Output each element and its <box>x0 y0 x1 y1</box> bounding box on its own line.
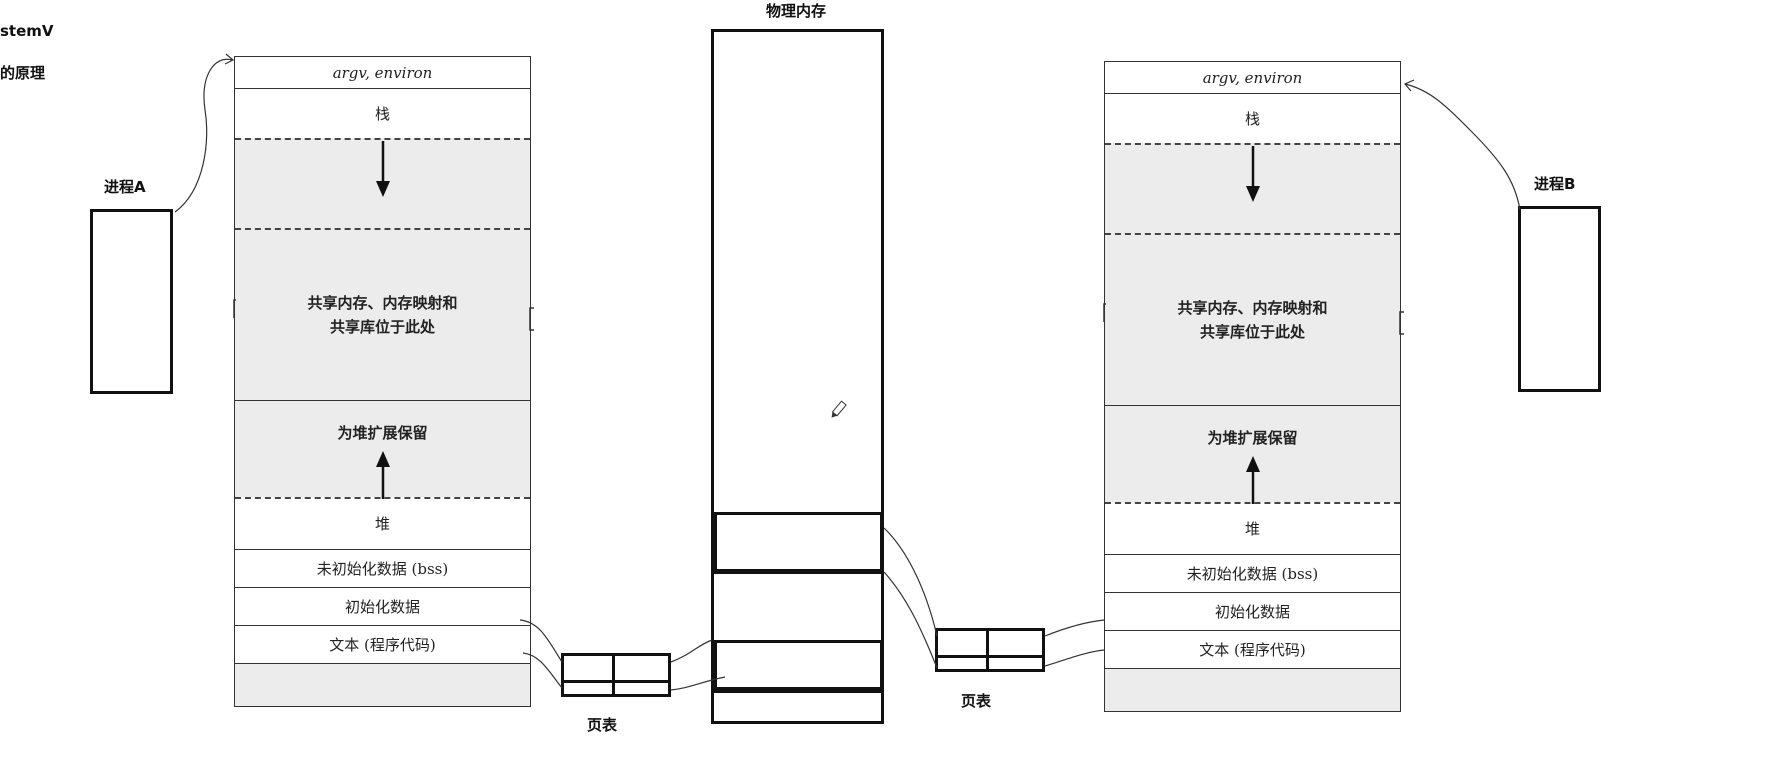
arrow-down-icon <box>1246 146 1260 202</box>
stack-label-a: 栈 <box>374 104 390 123</box>
arrow-down-icon <box>376 141 390 197</box>
bss-label-b: 未初始化数据 (bss) <box>1186 564 1319 583</box>
argv-label-b: argv, environ <box>1202 68 1303 87</box>
physical-memory-box <box>711 29 884 724</box>
segment-bss-a: 未初始化数据 (bss) <box>235 549 530 587</box>
heap-reserved-label-b: 为堆扩展保留 <box>1207 429 1298 447</box>
page-table-a <box>561 653 671 697</box>
segment-shared-a: 共享内存、内存映射和 共享库位于此处 <box>235 228 530 400</box>
segment-text-b: 文本 (程序代码) <box>1105 630 1400 668</box>
segment-heap-reserved-b: 为堆扩展保留 <box>1105 405 1400 504</box>
segment-heap-reserved-a: 为堆扩展保留 <box>235 400 530 499</box>
segment-stack-b: 栈 <box>1105 93 1400 143</box>
connector-phys-pt-b-1 <box>883 527 938 637</box>
connector-b-data <box>1044 619 1105 637</box>
text-label-b: 文本 (程序代码) <box>1199 640 1306 659</box>
segment-heap-b: 堆 <box>1105 502 1400 554</box>
connector-process-b <box>1404 83 1521 211</box>
heap-label-a: 堆 <box>374 515 390 533</box>
memory-layout-a: argv, environ 栈 共享内存、内存映射和 共享库位于此处 为堆扩展保… <box>234 56 531 707</box>
data-label-b: 初始化数据 <box>1214 602 1290 621</box>
process-b-box <box>1518 206 1601 392</box>
segment-bss-b: 未初始化数据 (bss) <box>1105 554 1400 592</box>
segment-shared-b: 共享内存、内存映射和 共享库位于此处 <box>1105 233 1400 405</box>
physical-divider-2 <box>714 571 881 574</box>
connector-pt-a-phys-1 <box>670 639 713 663</box>
segment-bottom-b <box>1105 668 1400 711</box>
page-table-b <box>935 628 1045 672</box>
shared-label-1-b: 共享内存、内存映射和 <box>1177 299 1328 317</box>
stack-label-b: 栈 <box>1244 109 1260 128</box>
bss-label-a: 未初始化数据 (bss) <box>316 559 449 578</box>
segment-heap-a: 堆 <box>235 497 530 549</box>
segment-text-a: 文本 (程序代码) <box>235 625 530 663</box>
connector-process-a <box>174 58 233 213</box>
data-label-a: 初始化数据 <box>344 597 420 616</box>
memory-layout-b: argv, environ 栈 共享内存、内存映射和 共享库位于此处 为堆扩展保… <box>1104 61 1401 712</box>
segment-bottom-a <box>235 663 530 706</box>
segment-stack-growth-b <box>1105 143 1400 233</box>
connector-b-text <box>1044 649 1105 667</box>
process-a-box <box>90 209 173 394</box>
page-table-b-label: 页表 <box>961 692 992 710</box>
physical-divider-4 <box>714 690 881 693</box>
argv-label-a: argv, environ <box>332 63 433 82</box>
segment-data-a: 初始化数据 <box>235 587 530 625</box>
connector-phys-pt-b-2 <box>883 571 938 669</box>
segment-stack-growth-a <box>235 138 530 228</box>
heap-reserved-label-a: 为堆扩展保留 <box>337 424 428 442</box>
shared-label-2-a: 共享库位于此处 <box>329 318 435 336</box>
process-a-label: 进程A <box>104 178 146 196</box>
partial-title-line2: 的原理 <box>0 64 46 82</box>
page-table-a-label: 页表 <box>587 716 618 734</box>
arrow-up-icon <box>376 451 390 499</box>
process-b-label: 进程B <box>1534 175 1576 193</box>
heap-label-b: 堆 <box>1244 520 1260 538</box>
physical-page-mapped-a <box>714 640 883 690</box>
shared-label-1-a: 共享内存、内存映射和 <box>307 294 458 312</box>
segment-argv-a: argv, environ <box>235 57 530 88</box>
text-label-a: 文本 (程序代码) <box>329 635 436 654</box>
shared-label-2-b: 共享库位于此处 <box>1199 323 1305 341</box>
physical-page-mapped-b <box>714 512 883 572</box>
segment-stack-a: 栈 <box>235 88 530 138</box>
segment-argv-b: argv, environ <box>1105 62 1400 93</box>
segment-data-b: 初始化数据 <box>1105 592 1400 630</box>
partial-title-line1: stemV <box>0 22 54 40</box>
arrow-up-icon <box>1246 456 1260 504</box>
physical-memory-title: 物理内存 <box>766 2 827 20</box>
